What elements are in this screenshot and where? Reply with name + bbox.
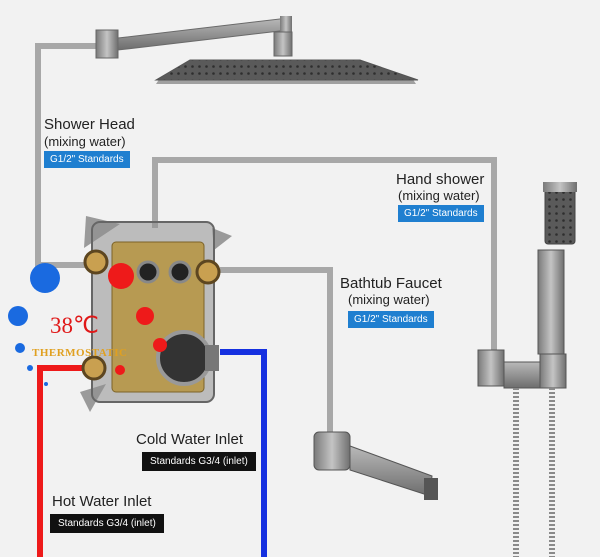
hot-water-inlet-standard-badge: Standards G3/4 (inlet) (50, 514, 164, 533)
shower-head (95, 16, 419, 84)
bathtub-faucet-title: Bathtub Faucet (340, 275, 442, 292)
shower-wall-flange (95, 29, 119, 59)
outlet-port-1 (83, 249, 109, 275)
hot-indicator (108, 263, 134, 289)
hand-shower-head (544, 183, 576, 245)
shower-head-top (154, 59, 419, 81)
thermostatic-valve (80, 216, 232, 412)
bathtub-faucet-standard-badge: G1/2" Standards (348, 311, 434, 328)
shower-head-standard-badge: G1/2" Standards (44, 151, 130, 168)
shower-head-title: Shower Head (44, 116, 135, 133)
hand-shower-holder (537, 249, 565, 355)
shower-arm-end (280, 16, 292, 32)
hand-shower (477, 182, 577, 557)
diverter-knob-1 (136, 260, 160, 284)
outlet-port-2 (195, 259, 221, 285)
thermostatic-label: THERMOSTATIC (32, 347, 128, 359)
diverter-knob-2 (168, 260, 192, 284)
hand-shower-standard-badge: G1/2" Standards (398, 205, 484, 222)
thermostat-cartridge (156, 330, 212, 386)
bathtub-faucet-pipe (220, 267, 333, 432)
hand-shower-pipe (152, 157, 497, 350)
tub-spout-flange (313, 431, 351, 471)
bathtub-faucet (313, 431, 438, 500)
cold-water-inlet-standard-badge: Standards G3/4 (inlet) (142, 452, 256, 471)
water-bubbles (8, 263, 60, 386)
shower-arm (117, 17, 289, 51)
inlet-port-hot (81, 355, 107, 381)
cold-water-inlet-title: Cold Water Inlet (136, 431, 243, 448)
shower-connector (273, 31, 293, 57)
hand-shower-subtitle: (mixing water) (398, 188, 480, 203)
hand-shower-wall-elbow (477, 349, 505, 387)
hot-water-inlet-title: Hot Water Inlet (52, 493, 152, 510)
hot-water-pipe (37, 365, 92, 557)
hand-shower-title: Hand shower (396, 171, 485, 188)
gray-pipes (35, 43, 497, 432)
tub-spout (349, 445, 433, 497)
shower-head-pipe (35, 43, 98, 268)
bathtub-faucet-subtitle: (mixing water) (348, 292, 430, 307)
shower-head-subtitle: (mixing water) (44, 134, 126, 149)
temperature-label: 38℃ (50, 313, 99, 338)
cold-water-pipe (220, 349, 267, 557)
